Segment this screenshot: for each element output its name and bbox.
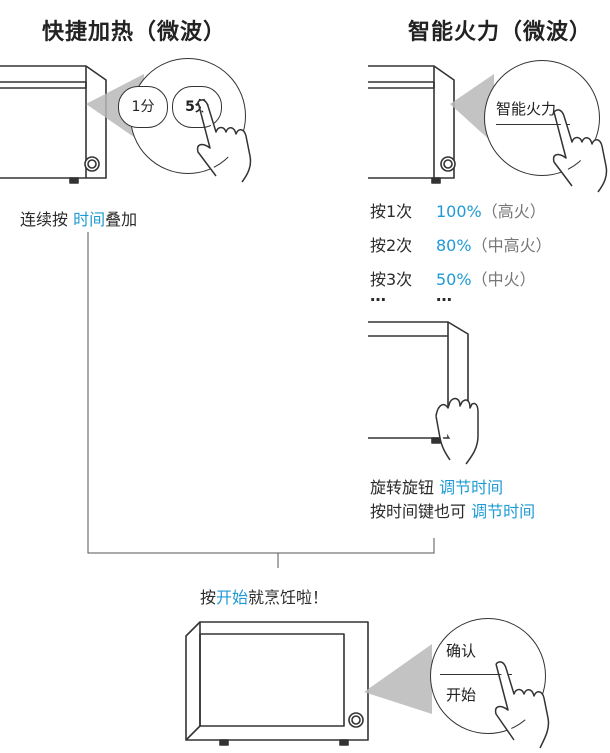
knob-instruction-2: 按时间键也可 调节时间 [370, 502, 536, 521]
hand-pointer-icon [552, 109, 608, 193]
instruction-suffix: 叠加 [105, 210, 138, 229]
instruction-highlight: 时间 [73, 210, 106, 229]
microwave-left [0, 65, 107, 184]
bottom-divider [440, 674, 512, 675]
start-button[interactable]: 开始 [446, 686, 477, 704]
knob-instruction-1: 旋转旋钮 调节时间 [370, 478, 504, 497]
hand-knob-icon [435, 397, 479, 465]
left-instruction: 连续按 时间叠加 [20, 206, 137, 230]
five-minute-button[interactable]: 5分 [172, 86, 222, 128]
ellipsis-left: … [370, 286, 386, 305]
smart-power-title: 智能火力（微波） [408, 20, 593, 45]
one-minute-button[interactable]: 1分 [118, 86, 168, 128]
button-divider [496, 124, 570, 125]
ellipsis-right: … [436, 286, 452, 305]
zoom-cone-right [450, 74, 494, 144]
quick-heat-title: 快捷加热（微波） [42, 20, 227, 45]
instruction-prefix: 连续按 [20, 210, 69, 229]
zoom-cone-bottom [364, 644, 432, 714]
start-instruction: 按开始就烹饪啦！ [200, 588, 329, 607]
microwave-bottom [185, 621, 369, 746]
hand-pointer-icon [196, 99, 252, 183]
microwave-right [368, 65, 456, 184]
hand-pointer-icon [494, 661, 550, 749]
smart-power-button[interactable]: 智能火力 [496, 100, 557, 118]
confirm-button[interactable]: 确认 [446, 642, 477, 660]
